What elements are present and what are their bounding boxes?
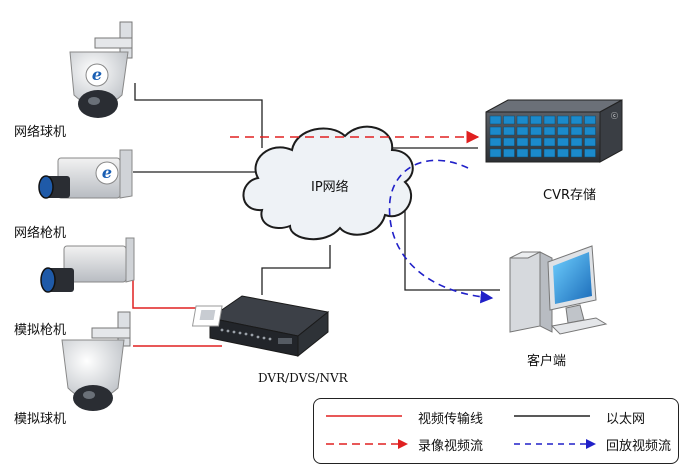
drive-bay [543,148,556,158]
legend-swatch-blue-dashed-arrow [514,439,596,449]
drive-bay [489,126,502,136]
drive-bay [530,115,542,125]
drive-bay [489,137,502,147]
drive-bay [584,148,596,158]
cloud-label: IP网络 [311,180,349,195]
client-label: 客户端 [527,354,567,369]
drive-bay [530,126,542,136]
drive-bay [570,137,583,147]
legend-swatch-red-dashed-arrow [326,439,408,449]
ethernet-line-client [404,205,500,291]
legend-label-playback-stream: 回放视频流 [606,439,672,454]
drive-bay [543,126,556,136]
ip-network-cloud [242,125,414,241]
legend-label-ethernet: 以太网 [606,412,646,427]
cvr-storage-rack: ⓒ [485,99,623,163]
drive-bay [557,148,569,158]
network-bullet-camera: e [38,149,133,199]
video-cables [132,268,222,347]
legend-label-video-cable: 视频传输线 [418,412,484,427]
ie-logo-icon: e [92,65,102,84]
analog-bullet-camera [40,237,135,293]
drive-bay [584,137,596,147]
ie-logo-icon: e [102,163,112,182]
drive-bay [516,148,529,158]
drive-bay [570,115,583,125]
playback-stream-arrow [388,159,494,304]
cvr-label: CVR存储 [543,188,597,203]
drive-bay [557,126,569,136]
drive-bay [489,115,502,125]
drive-bay [584,115,596,125]
analog-dome-camera [61,311,131,411]
drive-bay [543,115,556,125]
drive-bay [516,115,529,125]
drive-bay [503,115,515,125]
drive-bay [489,148,502,158]
ethernet-line-dvr [261,245,331,295]
client-computer [509,245,608,335]
drive-bay [530,137,542,147]
dvr-label: DVR/DVS/NVR [258,371,348,385]
rack-badge-icon: ⓒ [611,112,618,120]
network-dome-camera: e [69,21,133,118]
drive-bay [503,137,515,147]
drive-bay [570,126,583,136]
ethernet-line-dome [134,83,263,148]
analog-bullet-label: 模拟枪机 [14,323,67,338]
drive-bay [503,126,515,136]
drive-bay [557,137,569,147]
legend-box: 视频传输线 以太网 录像视频流 回放视频流 [313,398,679,464]
drive-bay [543,137,556,147]
legend-swatch-red-solid [326,415,402,417]
net-bullet-label: 网络枪机 [14,226,67,241]
net-dome-label: 网络球机 [14,125,67,140]
analog-dome-label: 模拟球机 [14,412,67,427]
drive-bay [530,148,542,158]
drive-bay [516,126,529,136]
legend-swatch-black-solid [514,415,590,417]
drive-bay [570,148,583,158]
drive-bay [516,137,529,147]
drive-bay [584,126,596,136]
drive-bay [503,148,515,158]
drive-bay [557,115,569,125]
ethernet-lines [133,83,500,295]
video-cable-analog-bullet [132,268,218,309]
dvr-device [191,295,330,358]
legend-label-record-stream: 录像视频流 [418,439,484,454]
